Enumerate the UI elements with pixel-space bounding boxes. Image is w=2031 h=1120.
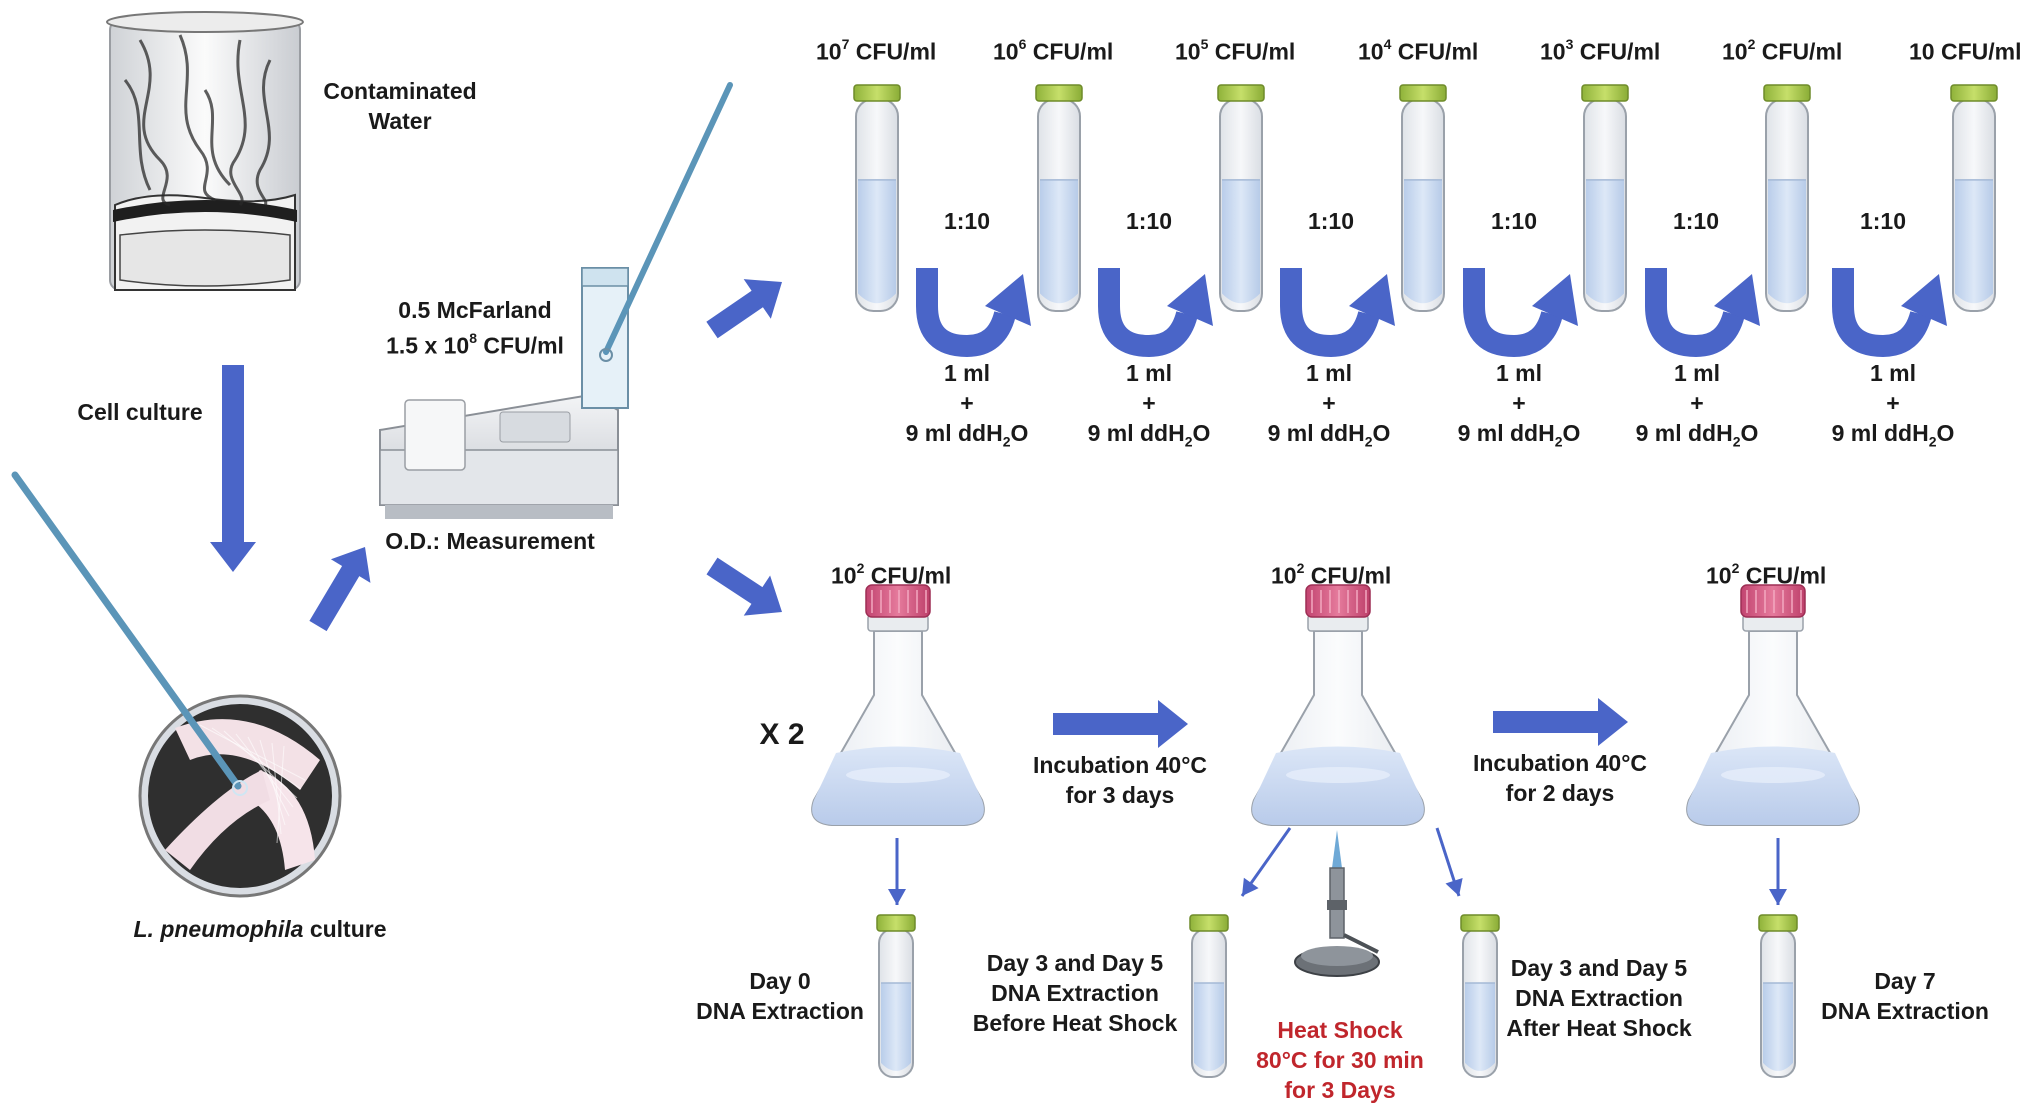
arrow-day7 bbox=[1769, 838, 1787, 905]
ratio-label-5: 1:10 bbox=[1672, 208, 1720, 234]
dilution-tube-3 bbox=[1217, 84, 1265, 312]
flask-heat-shock bbox=[1251, 584, 1425, 826]
ratio-label-6: 1:10 bbox=[1859, 208, 1907, 234]
flask-day0 bbox=[811, 584, 985, 826]
cell-culture-label: Cell culture bbox=[77, 399, 203, 425]
flask-label-3: 102 CFU/ml bbox=[1706, 560, 1827, 589]
transfer-label-3: 1 ml+9 ml ddH2O bbox=[1267, 360, 1391, 450]
flask-day7 bbox=[1686, 584, 1860, 826]
arrow-incubation-2 bbox=[1493, 698, 1628, 746]
od-measurement-label: O.D.: Measurement bbox=[385, 528, 595, 554]
tube-label-2: 106 CFU/ml bbox=[993, 36, 1114, 65]
dilution-tube-6 bbox=[1763, 84, 1811, 312]
times-two-label: X 2 bbox=[759, 718, 805, 751]
tube-label-4: 104 CFU/ml bbox=[1358, 36, 1479, 65]
tube-label-3: 105 CFU/ml bbox=[1175, 36, 1296, 65]
day0-tube bbox=[876, 914, 916, 1078]
curved-arrow-4 bbox=[1463, 268, 1578, 358]
transfer-label-5: 1 ml+9 ml ddH2O bbox=[1635, 360, 1759, 450]
dilution-tube-2 bbox=[1035, 84, 1083, 312]
mcfarland-label: 0.5 McFarland 1.5 x 108 CFU/ml bbox=[386, 297, 564, 359]
contaminated-water-beaker bbox=[106, 11, 304, 291]
tube-label-7: 10 CFU/ml bbox=[1909, 38, 2022, 65]
transfer-arrows bbox=[916, 268, 1947, 358]
arrow-day0 bbox=[888, 838, 906, 905]
dilution-tube-4 bbox=[1399, 84, 1447, 312]
petri-dish bbox=[11, 471, 342, 898]
transfer-label-2: 1 ml+9 ml ddH2O bbox=[1087, 360, 1211, 450]
transfer-label-4: 1 ml+9 ml ddH2O bbox=[1457, 360, 1581, 450]
arrow-before bbox=[1240, 827, 1292, 897]
flask-label-2: 102 CFU/ml bbox=[1271, 560, 1392, 589]
arrow-incubation-1 bbox=[1053, 700, 1188, 748]
curved-arrow-6 bbox=[1832, 268, 1947, 358]
tube-label-6: 102 CFU/ml bbox=[1722, 36, 1843, 65]
tube-label-5: 103 CFU/ml bbox=[1540, 36, 1661, 65]
dilution-tubes bbox=[853, 84, 1998, 1078]
curved-arrow-2 bbox=[1098, 268, 1213, 358]
bunsen-burner bbox=[1294, 830, 1380, 977]
curved-arrow-3 bbox=[1280, 268, 1395, 358]
transfer-label-1: 1 ml+9 ml ddH2O bbox=[905, 360, 1029, 450]
transfer-label-6: 1 ml+9 ml ddH2O bbox=[1831, 360, 1955, 450]
dilution-tube-5 bbox=[1581, 84, 1629, 312]
arrow-after bbox=[1435, 827, 1463, 897]
arrow-to-spectrophotometer bbox=[309, 546, 371, 632]
day7-tube bbox=[1758, 914, 1798, 1078]
tube-label-1: 107 CFU/ml bbox=[816, 36, 937, 65]
after-tube bbox=[1460, 914, 1500, 1078]
ratio-label-2: 1:10 bbox=[1125, 208, 1173, 234]
culture-label: L. pneumophila culture bbox=[133, 916, 387, 942]
arrow-to-flasks bbox=[706, 557, 783, 616]
spectrophotometer bbox=[379, 82, 733, 519]
ratio-label-4: 1:10 bbox=[1490, 208, 1538, 234]
arrow-to-dilution bbox=[706, 279, 783, 339]
before-tube bbox=[1189, 914, 1229, 1078]
curved-arrow-5 bbox=[1645, 268, 1760, 358]
flasks bbox=[811, 584, 1860, 977]
dilution-tube-1 bbox=[853, 84, 901, 312]
arrow-cell-culture bbox=[210, 365, 256, 572]
flask-label-1: 102 CFU/ml bbox=[831, 560, 952, 589]
ratio-label-1: 1:10 bbox=[943, 208, 991, 234]
dilution-tube-7 bbox=[1950, 84, 1998, 312]
curved-arrow-1 bbox=[916, 268, 1031, 358]
ratio-label-3: 1:10 bbox=[1307, 208, 1355, 234]
